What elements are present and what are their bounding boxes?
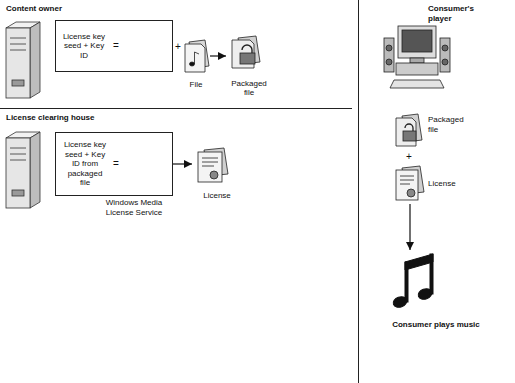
plus-sign: + — [175, 41, 181, 53]
license-icon — [400, 176, 414, 177]
computer-icon — [402, 30, 432, 52]
file-icon — [190, 62, 195, 66]
node-text: Packaged file — [226, 79, 272, 98]
license-item: License — [392, 164, 484, 204]
computer-icon — [384, 38, 394, 72]
packaged-file-icon — [232, 40, 254, 68]
packaged-file-icon — [232, 36, 260, 68]
server-icon — [6, 28, 30, 98]
section-heading: License clearing house — [6, 113, 94, 123]
equals-sign: = — [113, 40, 119, 52]
flow-arrow — [409, 204, 410, 250]
computer-icon — [386, 45, 392, 51]
server-icon — [30, 132, 40, 208]
server-icon — [10, 160, 26, 161]
license-icon — [396, 170, 418, 200]
license-icon — [198, 152, 222, 182]
computer-icon — [410, 58, 424, 63]
file-icon — [185, 40, 209, 72]
divider-lines — [0, 108, 352, 109]
server-icon — [12, 80, 24, 86]
license-item: License — [192, 145, 242, 201]
node-text: License key seed + Key ID from packaged … — [62, 140, 108, 188]
node-text: Packaged file — [428, 115, 476, 134]
section-heading: Consumer's player — [428, 4, 492, 23]
music-note-icon — [392, 254, 434, 309]
server-icon — [10, 154, 26, 155]
node-text: License — [428, 179, 456, 189]
divider-lines — [0, 0, 359, 383]
server-icon — [6, 132, 40, 208]
file-item: File — [182, 38, 210, 90]
computer-icon — [442, 59, 448, 65]
license-icon — [202, 158, 218, 159]
music-note-icon — [405, 254, 433, 270]
server-icon — [6, 138, 30, 208]
packaged-file-item: Packaged file — [226, 34, 272, 98]
packaged-file-icon — [403, 131, 416, 141]
file-icon — [195, 52, 200, 64]
computer-icon — [442, 45, 448, 51]
computer-icon — [440, 38, 450, 72]
server-icon — [10, 44, 26, 45]
packaged-file-icon — [396, 114, 422, 146]
license-icon — [202, 166, 214, 167]
packaged-file-icon — [240, 53, 255, 64]
node-text: License key seed + Key ID — [62, 32, 106, 61]
node-caption: Windows Media License Service — [94, 198, 174, 217]
computer-icon — [384, 26, 450, 88]
computer-icon — [386, 59, 392, 65]
equals-sign: = — [113, 158, 119, 170]
server-icon — [6, 22, 40, 98]
server-icon — [10, 148, 26, 149]
plus-sign: + — [406, 151, 412, 163]
packaged-file-icon — [396, 118, 416, 146]
node-text: Consumer plays music — [392, 320, 480, 330]
server-icon — [10, 38, 26, 39]
server-icon — [10, 50, 26, 51]
license-icon — [400, 180, 414, 181]
license-icon — [407, 189, 415, 197]
node-text: File — [190, 80, 203, 90]
license-icon — [202, 162, 218, 163]
license-icon — [400, 184, 410, 185]
node-text: License — [203, 191, 231, 201]
license-icon — [210, 171, 218, 179]
computer-icon — [396, 63, 438, 75]
computer-icon — [398, 26, 436, 58]
license-icon — [198, 148, 228, 182]
license-icon — [396, 166, 424, 200]
packaged-file-item: Packaged file — [392, 112, 484, 150]
flow-arrow — [210, 55, 226, 56]
computer-icon — [390, 80, 444, 88]
file-icon — [185, 44, 205, 72]
server-icon — [30, 22, 40, 98]
divider-lines — [358, 0, 359, 383]
flow-arrow — [173, 163, 192, 164]
server-icon — [12, 190, 24, 196]
section-heading: Content owner — [6, 4, 62, 14]
playback-item: Consumer plays music — [362, 250, 510, 330]
